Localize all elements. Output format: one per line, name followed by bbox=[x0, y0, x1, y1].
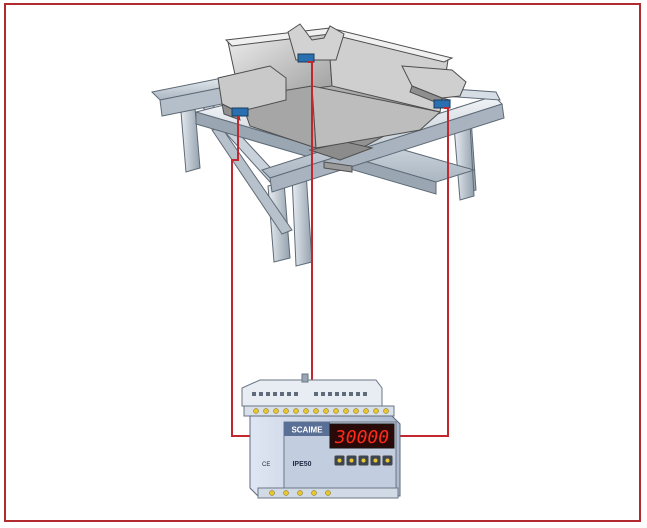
weight-display bbox=[329, 423, 395, 449]
hopper-outlet bbox=[323, 161, 353, 173]
terminal-yellow-row bbox=[253, 408, 389, 414]
load-cell-left bbox=[231, 107, 249, 117]
signal-cables bbox=[231, 61, 449, 437]
indicator-connector bbox=[301, 373, 309, 383]
load-cells bbox=[231, 53, 451, 117]
ce-mark: CE bbox=[262, 462, 270, 468]
cable-center bbox=[308, 61, 313, 380]
cable-left bbox=[231, 116, 250, 437]
brand-stripe bbox=[284, 422, 330, 436]
load-cell-center bbox=[297, 53, 315, 63]
display-readout: 30000 bbox=[334, 427, 389, 448]
weighing-indicator: SCAIME 30000 IPE50 CE bbox=[241, 373, 401, 499]
hopper-wall bbox=[311, 85, 442, 149]
load-cell-right bbox=[433, 99, 451, 109]
cable-right bbox=[398, 107, 449, 437]
indicator-terminal-block bbox=[241, 379, 383, 407]
keypad bbox=[333, 454, 394, 467]
terminal-screws-top bbox=[252, 392, 367, 396]
frame-leg bbox=[291, 171, 313, 267]
brand-label: SCAIME bbox=[291, 426, 323, 435]
frame-beam bbox=[269, 103, 505, 193]
frame-leg bbox=[453, 121, 475, 201]
terminal-yellow-row-bottom bbox=[269, 490, 331, 496]
weigh-hopper bbox=[217, 23, 467, 173]
model-label: IPE50 bbox=[292, 461, 311, 468]
